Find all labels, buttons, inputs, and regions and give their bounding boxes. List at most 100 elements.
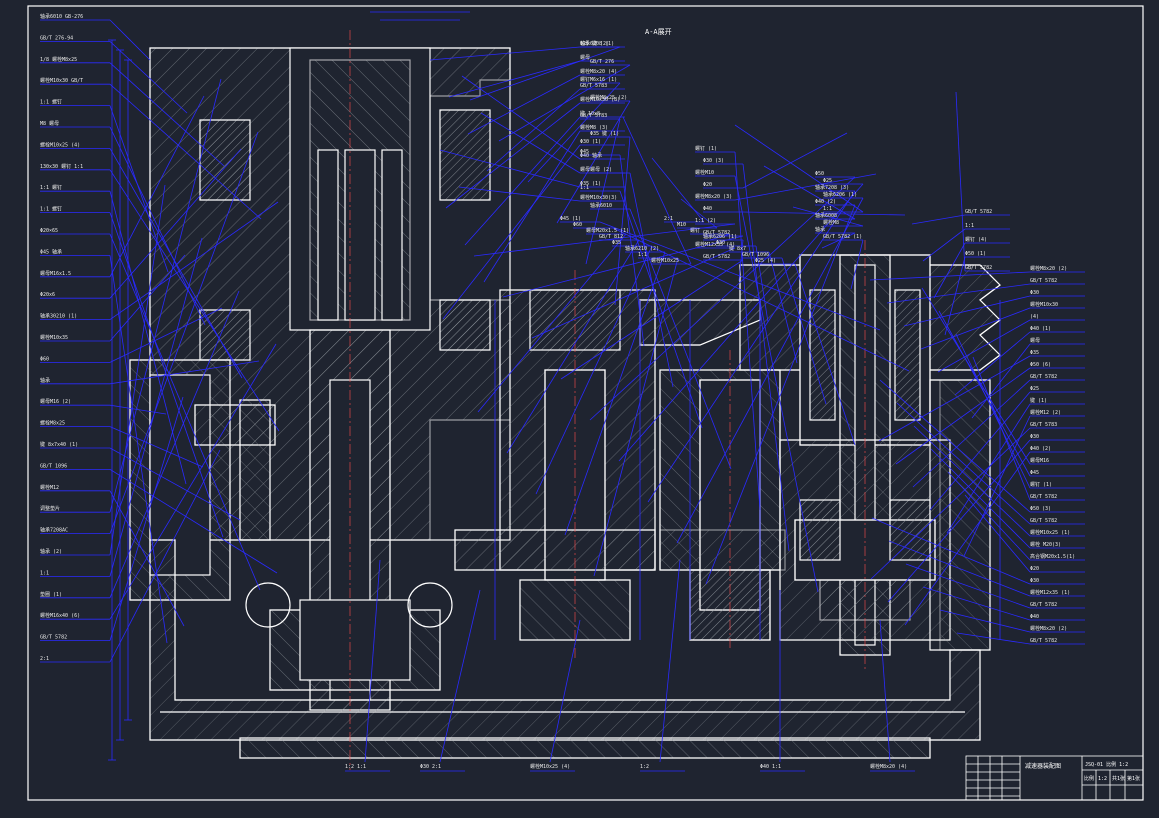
leader-line xyxy=(742,132,848,189)
right-annotation-label: 高合钢M20x1.5(1) xyxy=(1030,553,1075,560)
leader-line xyxy=(109,447,241,521)
leader-line xyxy=(870,427,1031,580)
right-part-label: 螺栓M10x30 (8) xyxy=(580,96,620,103)
right-annotation-label: 螺栓M8x20 (2) xyxy=(1030,265,1067,272)
right-annotation-label: Φ45 xyxy=(1030,470,1039,476)
leader-line xyxy=(781,257,827,405)
leader-line xyxy=(506,239,640,454)
right-part-label: Φ40 轴承 xyxy=(580,152,602,159)
leader-line xyxy=(944,256,966,336)
left-housing xyxy=(129,47,511,711)
leader-line xyxy=(680,198,718,229)
center-part-label: Φ35 键 (1) xyxy=(590,130,619,137)
right-annotation-label: GB/T 5782 xyxy=(1030,518,1057,524)
center-part-label: 1:1 (2) xyxy=(695,218,716,224)
center-part-label: 轴承6008 xyxy=(815,212,837,219)
leader-line xyxy=(109,95,205,277)
leader-line xyxy=(109,449,221,663)
right-annotation-label: Φ50 (6) xyxy=(1030,362,1051,368)
leader-line xyxy=(954,331,1031,396)
leader-line xyxy=(896,402,1031,525)
leader-line xyxy=(920,307,1031,350)
right-annotation-label: Φ40 (1) xyxy=(1030,326,1051,332)
leader-line xyxy=(109,469,278,574)
right-part-label: 螺栓M8x20 (4) xyxy=(580,68,617,75)
leader-line xyxy=(647,190,856,503)
right-part-label: 螺栓M8 (3) xyxy=(580,124,608,131)
left-part-label: 1:1 螺钉 xyxy=(40,206,62,213)
center-part-label: GB/T 5782 xyxy=(703,230,730,236)
leader-line xyxy=(109,78,222,513)
leader-line xyxy=(585,118,621,265)
left-part-label: GB/T 5782 xyxy=(40,635,67,641)
leader-line xyxy=(911,214,966,225)
leader-line xyxy=(709,233,731,241)
leader-line xyxy=(768,251,798,364)
drawing-frame xyxy=(27,5,1144,801)
right-part-label: 1:1 xyxy=(965,223,974,229)
bottom-part-label: 1:2 xyxy=(640,764,649,770)
leader-line xyxy=(946,403,1031,534)
leader-line xyxy=(971,343,1031,419)
leader-line xyxy=(972,356,1031,501)
right-part-label: Φ30 (1) xyxy=(580,139,601,145)
left-part-label: 1:1 螺钉 xyxy=(40,184,62,191)
center-part-label: 螺钉 xyxy=(690,227,700,234)
leader-line xyxy=(922,228,966,262)
left-part-label: 1:1 xyxy=(40,570,49,576)
left-part-label: 1:1 螺钉 xyxy=(40,99,62,106)
bottom-part-label: 螺栓M10x25 (4) xyxy=(530,763,570,770)
left-part-label: 轴承6010 GB-276 xyxy=(40,13,83,20)
leader-line xyxy=(913,425,1031,537)
center-part-label: 螺栓M10x25 xyxy=(651,257,679,264)
center-part-label: 轴承6206 (1) xyxy=(823,191,857,198)
title-block-title: 减速器装配图 xyxy=(1025,762,1061,770)
left-part-label: 螺栓M10x30 GB/T xyxy=(40,77,83,84)
left-part-label: Φ60 xyxy=(40,356,49,362)
right-annotation-label: 螺栓M10x30 xyxy=(1030,301,1058,308)
center-part-label: Φ30 (3) xyxy=(703,158,724,164)
center-part-label: Φ40 (2) xyxy=(815,199,836,205)
leader-line xyxy=(933,242,966,299)
right-annotation-label: GB/T 5782 xyxy=(1030,638,1057,644)
right-annotation-label: GB/T 5782 xyxy=(1030,494,1057,500)
right-annotation-label: 螺栓M10x25 (1) xyxy=(1030,529,1070,536)
right-part-label: 螺母 xyxy=(580,166,590,173)
leader-line xyxy=(955,91,966,272)
center-part-label: Φ35 xyxy=(612,240,621,246)
leader-line xyxy=(939,609,1031,633)
left-part-label: 轴承7208AC xyxy=(40,527,68,534)
title-block-sheet2: 第1张 xyxy=(1127,775,1140,782)
leader-line xyxy=(922,586,1031,621)
center-part-label: 轴承6010 xyxy=(590,202,612,209)
leader-line xyxy=(599,221,881,331)
right-annotation-label: 螺栓M8x20 (2) xyxy=(1030,625,1067,632)
leader-line xyxy=(549,619,581,763)
leader-line xyxy=(963,415,1031,557)
bottom-part-label: Φ40 1:1 xyxy=(760,764,781,770)
leader-line xyxy=(480,112,581,174)
center-part-label: 螺栓M8 xyxy=(823,219,839,226)
center-part-label: GB/T 276 xyxy=(590,59,614,65)
leader-line xyxy=(734,173,877,201)
leader-line xyxy=(947,471,1031,561)
left-part-label: 轴承 xyxy=(40,377,50,384)
leader-line xyxy=(531,247,736,339)
leader-line xyxy=(792,206,864,227)
leader-line xyxy=(651,157,705,223)
leader-line xyxy=(109,131,259,534)
left-part-label: Φ45 轴承 xyxy=(40,248,62,255)
leader-line xyxy=(964,494,1031,573)
leader-line xyxy=(734,124,864,213)
leader-line xyxy=(619,190,703,429)
right-annotation-label: 螺母M16 xyxy=(1030,457,1049,464)
leader-line xyxy=(461,75,581,160)
leader-line xyxy=(477,233,627,413)
right-annotation-label: GB/T 5782 xyxy=(1030,278,1057,284)
leader-line xyxy=(895,367,1031,465)
left-part-label: Φ20x6 xyxy=(40,292,55,298)
center-part-label: 2:1 xyxy=(664,216,673,222)
leader-line xyxy=(593,257,679,577)
right-annotation-label: Φ30 xyxy=(1030,434,1039,440)
